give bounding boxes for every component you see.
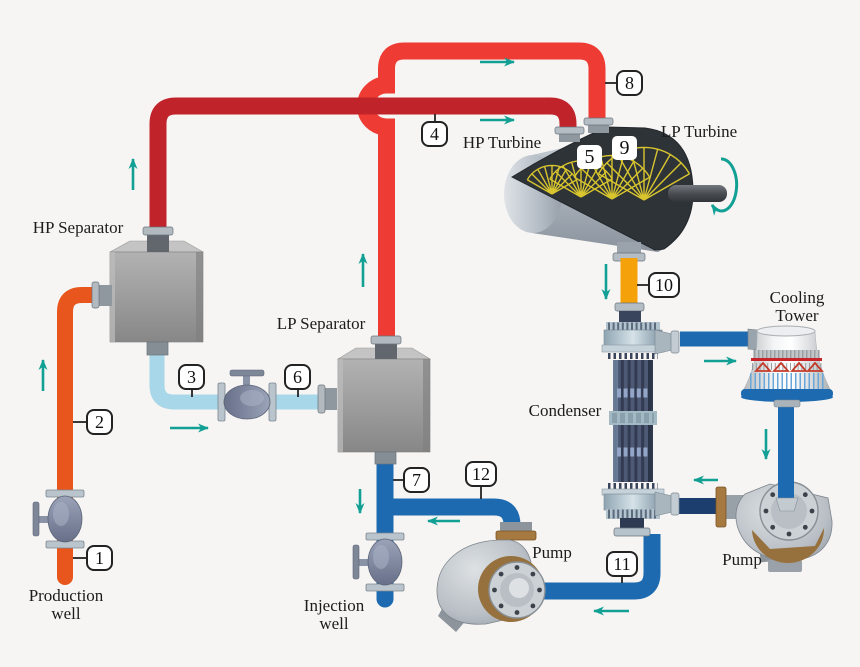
production-well-pipe (57, 287, 108, 585)
lp-separator (317, 335, 432, 465)
turbine-lp-inlet-nozzle (588, 124, 609, 133)
lp-separator-bottom-nozzle (374, 451, 397, 465)
hp-turbine-label: HP Turbine (462, 133, 542, 152)
production-well-label: Production well (28, 586, 104, 624)
marker-11: 11 (606, 551, 638, 577)
injection-well-valve (352, 532, 405, 592)
flow-arrows (38, 57, 771, 616)
hp-separator-label: HP Separator (32, 218, 124, 237)
pump-right-label: Pump (722, 550, 762, 569)
marker-10: 10 (648, 272, 680, 298)
lp-separator-inlet-nozzle (324, 388, 337, 410)
marker-2: 2 (86, 409, 113, 435)
marker-3: 3 (178, 364, 205, 390)
lp-separator-top-nozzle (375, 343, 397, 359)
injection-well-label: Injection well (303, 596, 365, 634)
steam-turbine (504, 117, 727, 262)
brine-pipe-hp-to-lp (149, 348, 328, 410)
condensate-line (614, 258, 645, 322)
lp-steam-pipe (357, 42, 606, 346)
marker-6: 6 (284, 364, 311, 390)
cooling-tower-label: Cooling Tower (769, 288, 825, 326)
turbine-exhaust-nozzle (617, 242, 641, 254)
marker-ticks (73, 82, 649, 583)
marker-8: 8 (616, 70, 643, 96)
condenser-top-nozzle (654, 329, 673, 355)
hp-separator-inlet-nozzle (98, 285, 112, 306)
condenser-bottom-nozzle (654, 491, 673, 517)
turbine-casing-cutaway (510, 126, 694, 251)
spray-nozzles (754, 361, 824, 372)
lp-turbine-label: LP Turbine (660, 122, 738, 141)
hp-separator (91, 226, 205, 356)
condenser-label: Condenser (528, 401, 602, 420)
cooling-tower (741, 325, 833, 408)
hp-separator-top-nozzle (147, 234, 169, 252)
turbine-shaft (668, 185, 727, 202)
marker-9: 9 (612, 136, 637, 160)
turbine-hp-inlet-nozzle (559, 133, 580, 142)
pump-left-label: Pump (532, 543, 572, 562)
production-well-valve (32, 489, 85, 549)
marker-5: 5 (577, 145, 602, 169)
marker-1: 1 (86, 545, 113, 571)
marker-12: 12 (465, 461, 497, 487)
hp-separator-bottom-nozzle (146, 341, 169, 356)
condenser (601, 322, 680, 537)
marker-7: 7 (403, 467, 430, 493)
lp-separator-label: LP Separator (276, 314, 366, 333)
brine-line-valve (217, 369, 277, 422)
condenser-to-pump-pipe (540, 534, 661, 600)
condensate-pump (436, 522, 546, 632)
marker-4: 4 (421, 121, 448, 147)
shaft-rotation-arrow (710, 157, 739, 216)
hp-steam-pipe (149, 97, 577, 232)
